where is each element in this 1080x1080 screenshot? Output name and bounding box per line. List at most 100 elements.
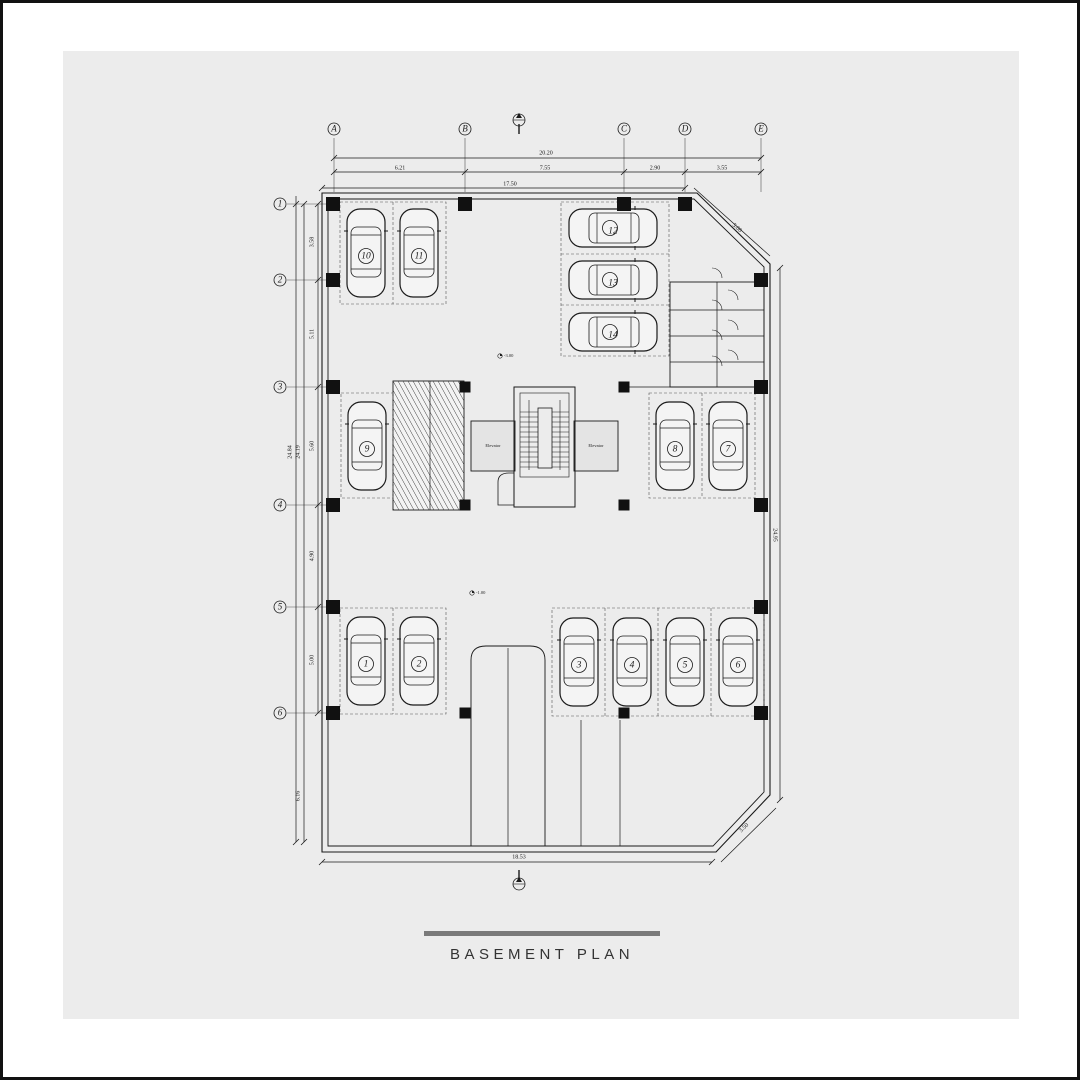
car-3: 3 xyxy=(557,617,601,707)
dim-tick xyxy=(318,184,326,192)
car-1: 1 xyxy=(344,616,388,706)
elevator-right xyxy=(573,420,619,472)
grid-bubble-E xyxy=(754,122,768,136)
car-number-label: 7 xyxy=(726,445,732,455)
car-cabin xyxy=(351,419,383,471)
dim-tick xyxy=(757,168,765,176)
column xyxy=(326,197,340,211)
column xyxy=(754,498,768,512)
dim-tick xyxy=(300,838,308,846)
dim-top-chamfer xyxy=(693,187,771,257)
dim-tick xyxy=(300,200,308,208)
dim-text-bottom-ramp: 6.16 xyxy=(295,791,301,802)
car-number-label: 6 xyxy=(736,661,741,671)
dim-text-inner-width: 17.50 xyxy=(503,181,517,187)
dim-tick xyxy=(681,184,689,192)
column xyxy=(754,600,768,614)
car-number-label: 8 xyxy=(673,445,678,455)
dim-text-overall-width: 20.20 xyxy=(539,150,553,156)
grid-label-1: 1 xyxy=(278,199,283,209)
grid-bubble-1 xyxy=(273,197,287,211)
car-number-circle xyxy=(571,657,587,673)
dim-text-bay-b-c: 7.55 xyxy=(540,165,551,171)
shaft-hatch xyxy=(393,407,450,510)
car-number-label: 5 xyxy=(683,661,688,671)
car-6: 6 xyxy=(716,617,760,707)
car-number-label: 3 xyxy=(576,661,582,671)
car-number-circle xyxy=(730,657,746,673)
dim-tick xyxy=(620,168,628,176)
car-cabin xyxy=(712,419,744,471)
column xyxy=(459,381,471,393)
car-cabin xyxy=(403,634,435,686)
level-marker-upper-label: -3.00 xyxy=(504,353,514,358)
storage-door-swing xyxy=(711,299,723,311)
car-number-circle xyxy=(359,441,375,457)
grid-label-A: A xyxy=(330,124,337,134)
grid-bubble-B xyxy=(458,122,472,136)
column xyxy=(618,499,630,511)
column xyxy=(754,273,768,287)
shaft-hatch xyxy=(393,471,415,510)
shaft-hatch xyxy=(397,381,464,502)
shaft-hatch xyxy=(393,444,430,510)
stair-well xyxy=(537,407,553,469)
car-cabin xyxy=(563,635,595,687)
column xyxy=(678,197,692,211)
grid-bubble-C xyxy=(617,122,631,136)
dim-text-bottom-chamfer: 3.50 xyxy=(738,822,750,834)
level-marker-upper-fill xyxy=(500,353,503,356)
car-13: 13 xyxy=(568,258,658,302)
shaft-hatch xyxy=(412,381,464,475)
car-8: 8 xyxy=(653,401,697,491)
storage-door-swing xyxy=(727,349,739,361)
shaft-hatch xyxy=(447,381,464,411)
elevator-right-label: Elevator xyxy=(588,443,604,448)
elevator-left-label: Elevator xyxy=(485,443,501,448)
grid-label-D: D xyxy=(681,124,689,134)
dim-tick xyxy=(757,154,765,162)
car-number-label: 13 xyxy=(608,279,618,289)
inner-wall xyxy=(327,198,765,847)
column xyxy=(326,380,340,394)
grid-label-4: 4 xyxy=(278,500,283,510)
title-underline xyxy=(424,931,660,936)
dim-tick xyxy=(681,168,689,176)
grid-bubble-5 xyxy=(273,600,287,614)
elevator-left xyxy=(470,420,516,472)
dim-bottom-chamfer xyxy=(720,807,777,863)
dim-tick xyxy=(292,838,300,846)
dim-tick xyxy=(776,264,784,272)
dim-text-right-side: 24.95 xyxy=(772,528,778,542)
dim-tick xyxy=(292,200,300,208)
car-5: 5 xyxy=(663,617,707,707)
column xyxy=(326,498,340,512)
dim-text-row-2-3: 5.11 xyxy=(309,329,315,339)
car-cabin xyxy=(403,226,435,278)
shaft-hatch xyxy=(432,381,464,438)
dim-tick xyxy=(776,796,784,804)
car-number-label: 4 xyxy=(630,661,635,671)
shaft-hatch xyxy=(283,381,354,510)
grid-bubble-6 xyxy=(273,706,287,720)
structural-columns xyxy=(326,197,768,720)
shaft-hatch xyxy=(393,381,464,510)
column xyxy=(618,707,630,719)
drawing-title: BASEMENT PLAN xyxy=(449,946,635,963)
car-number-circle xyxy=(602,220,618,236)
shaft-hatch xyxy=(393,398,455,510)
car-cabin xyxy=(588,212,640,244)
car-cabin xyxy=(588,264,640,296)
shaft-hatch xyxy=(402,381,464,493)
stair-door xyxy=(497,472,515,506)
stair-inner xyxy=(519,392,570,478)
shaft-hatch xyxy=(427,381,464,447)
dim-tick xyxy=(314,200,322,208)
column xyxy=(326,600,340,614)
building-outline xyxy=(321,192,771,853)
car-2: 2 xyxy=(397,616,441,706)
dim-text-row-1-2: 3.58 xyxy=(309,237,315,248)
